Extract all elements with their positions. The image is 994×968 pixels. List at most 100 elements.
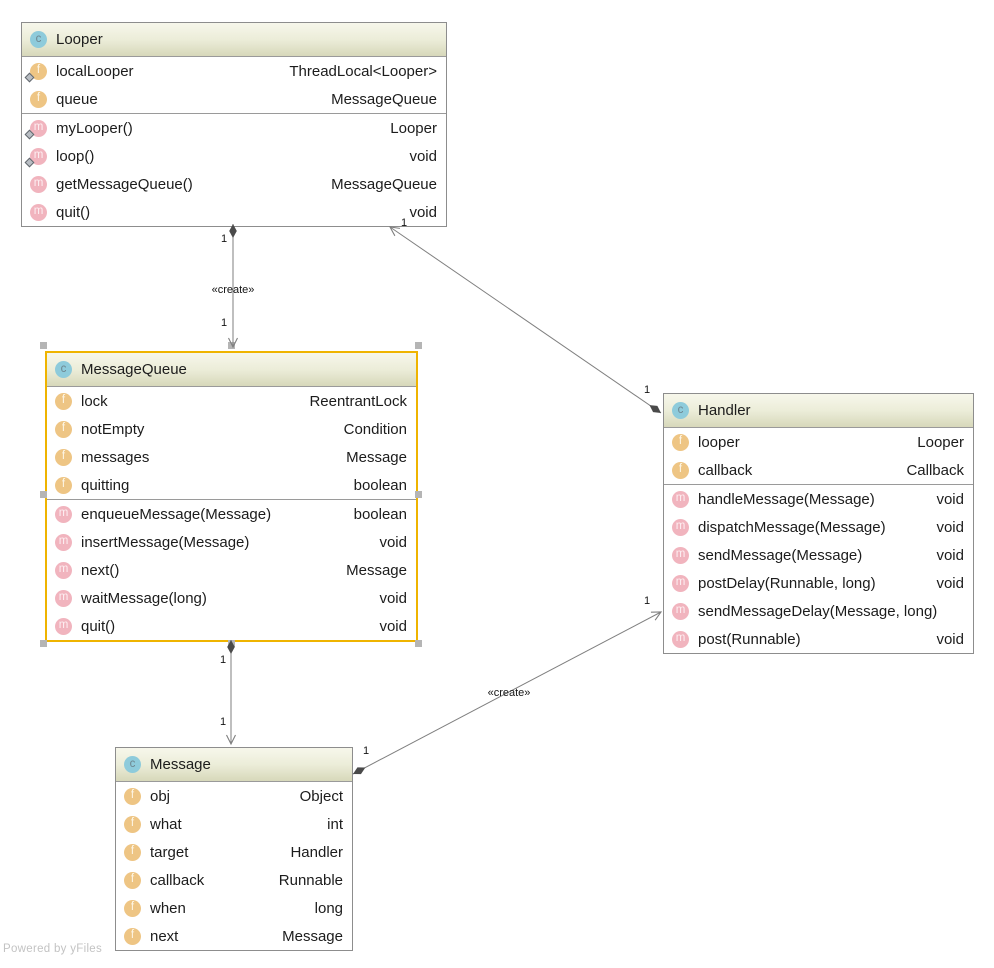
method-icon-wrap: m bbox=[24, 147, 47, 167]
field-row: f target Handler bbox=[116, 838, 352, 866]
method-row: m myLooper() Looper bbox=[22, 114, 446, 142]
method-row: m handleMessage(Message) void bbox=[664, 485, 973, 513]
selection-handle-bottom-left[interactable] bbox=[40, 640, 47, 647]
method-icon-wrap: m bbox=[30, 175, 47, 193]
member-type: Message bbox=[346, 448, 407, 466]
fields-section: f localLooper ThreadLocal<Looper> f queu… bbox=[22, 57, 446, 113]
method-icon-wrap: m bbox=[672, 602, 689, 620]
method-row: m post(Runnable) void bbox=[664, 625, 973, 653]
method-icon: m bbox=[672, 574, 689, 592]
method-icon-wrap: m bbox=[55, 505, 72, 523]
multiplicity-label: 1 bbox=[220, 317, 228, 329]
field-icon: f bbox=[55, 448, 72, 466]
member-type: void bbox=[936, 490, 964, 508]
field-icon-wrap: f bbox=[55, 392, 72, 410]
member-name: when bbox=[150, 899, 186, 917]
method-icon: m bbox=[55, 505, 72, 523]
member-type: boolean bbox=[353, 476, 407, 494]
field-row: f when long bbox=[116, 894, 352, 922]
method-icon-wrap: m bbox=[24, 119, 47, 139]
field-icon: f bbox=[124, 843, 141, 861]
methods-section: m myLooper() Looper m loop() void m getM… bbox=[22, 113, 446, 226]
method-icon-wrap: m bbox=[55, 589, 72, 607]
method-row: m next() Message bbox=[47, 556, 416, 584]
method-icon-wrap: m bbox=[30, 203, 47, 221]
member-type: MessageQueue bbox=[331, 175, 437, 193]
selection-handle-top-right[interactable] bbox=[415, 342, 422, 349]
method-row: m insertMessage(Message) void bbox=[47, 528, 416, 556]
method-icon-wrap: m bbox=[55, 617, 72, 635]
member-name: loop() bbox=[56, 147, 95, 165]
member-name: sendMessage(Message) bbox=[698, 546, 863, 564]
selection-handle-top-center[interactable] bbox=[228, 342, 235, 349]
member-name: sendMessageDelay(Message, long) bbox=[698, 602, 938, 620]
method-icon-wrap: m bbox=[672, 546, 689, 564]
field-icon: f bbox=[124, 787, 141, 805]
class-icon: c bbox=[55, 361, 72, 378]
multiplicity-label: 1 bbox=[219, 654, 227, 666]
member-type: MessageQueue bbox=[331, 90, 437, 108]
field-icon-wrap: f bbox=[672, 433, 689, 451]
class-header: c Message bbox=[116, 748, 352, 782]
stereotype-label: «create» bbox=[211, 284, 255, 296]
field-icon: f bbox=[124, 871, 141, 889]
field-icon: f bbox=[55, 420, 72, 438]
class-icon-wrap: c bbox=[55, 361, 72, 378]
method-icon-wrap: m bbox=[55, 561, 72, 579]
field-icon-wrap: f bbox=[55, 448, 72, 466]
field-icon-wrap: f bbox=[30, 90, 47, 108]
method-row: m waitMessage(long) void bbox=[47, 584, 416, 612]
field-icon: f bbox=[124, 815, 141, 833]
edge-handler-looper[interactable] bbox=[388, 226, 662, 414]
multiplicity-label: 1 bbox=[643, 595, 651, 607]
member-name: quit() bbox=[56, 203, 91, 221]
method-icon: m bbox=[30, 175, 47, 193]
member-name: localLooper bbox=[56, 62, 134, 80]
member-name: obj bbox=[150, 787, 171, 805]
member-name: target bbox=[150, 843, 189, 861]
method-icon-wrap: m bbox=[672, 574, 689, 592]
stereotype-label: «create» bbox=[487, 687, 531, 699]
field-row: f queue MessageQueue bbox=[22, 85, 446, 113]
fields-section: f obj Object f what int f target Handler bbox=[116, 782, 352, 950]
method-row: m quit() void bbox=[47, 612, 416, 640]
class-header: c MessageQueue bbox=[47, 353, 416, 387]
class-node-handler[interactable]: c Handler f looper Looper f callback Cal… bbox=[663, 393, 974, 654]
member-name: postDelay(Runnable, long) bbox=[698, 574, 876, 592]
member-name: dispatchMessage(Message) bbox=[698, 518, 886, 536]
method-icon: m bbox=[30, 203, 47, 221]
field-row: f notEmpty Condition bbox=[47, 415, 416, 443]
field-icon-wrap: f bbox=[124, 927, 141, 945]
member-type: Condition bbox=[343, 420, 407, 438]
field-row: f what int bbox=[116, 810, 352, 838]
member-type: Looper bbox=[917, 433, 964, 451]
class-icon-wrap: c bbox=[30, 31, 47, 48]
method-row: m getMessageQueue() MessageQueue bbox=[22, 170, 446, 198]
method-row: m enqueueMessage(Message) boolean bbox=[47, 500, 416, 528]
class-icon: c bbox=[124, 756, 141, 773]
member-name: what bbox=[150, 815, 182, 833]
member-name: quit() bbox=[81, 617, 116, 635]
method-icon-wrap: m bbox=[672, 490, 689, 508]
class-node-messagequeue[interactable]: c MessageQueue f lock ReentrantLock f no… bbox=[45, 351, 418, 642]
edge-message-handler[interactable] bbox=[352, 611, 663, 775]
class-node-message[interactable]: c Message f obj Object f what int f bbox=[115, 747, 353, 951]
member-type: void bbox=[379, 589, 407, 607]
selection-handle-top-left[interactable] bbox=[40, 342, 47, 349]
member-name: next bbox=[150, 927, 179, 945]
methods-section: m enqueueMessage(Message) boolean m inse… bbox=[47, 499, 416, 640]
member-name: messages bbox=[81, 448, 150, 466]
method-row: m sendMessageDelay(Message, long) bbox=[664, 597, 973, 625]
selection-handle-middle-left[interactable] bbox=[40, 491, 47, 498]
method-icon: m bbox=[672, 518, 689, 536]
class-icon: c bbox=[672, 402, 689, 419]
selection-handle-bottom-right[interactable] bbox=[415, 640, 422, 647]
selection-handle-middle-right[interactable] bbox=[415, 491, 422, 498]
field-icon-wrap: f bbox=[24, 62, 47, 82]
field-row: f localLooper ThreadLocal<Looper> bbox=[22, 57, 446, 85]
member-type: Handler bbox=[290, 843, 343, 861]
fields-section: f lock ReentrantLock f notEmpty Conditio… bbox=[47, 387, 416, 499]
multiplicity-label: 1 bbox=[220, 233, 228, 245]
class-node-looper[interactable]: c Looper f localLooper ThreadLocal<Loope… bbox=[21, 22, 447, 227]
